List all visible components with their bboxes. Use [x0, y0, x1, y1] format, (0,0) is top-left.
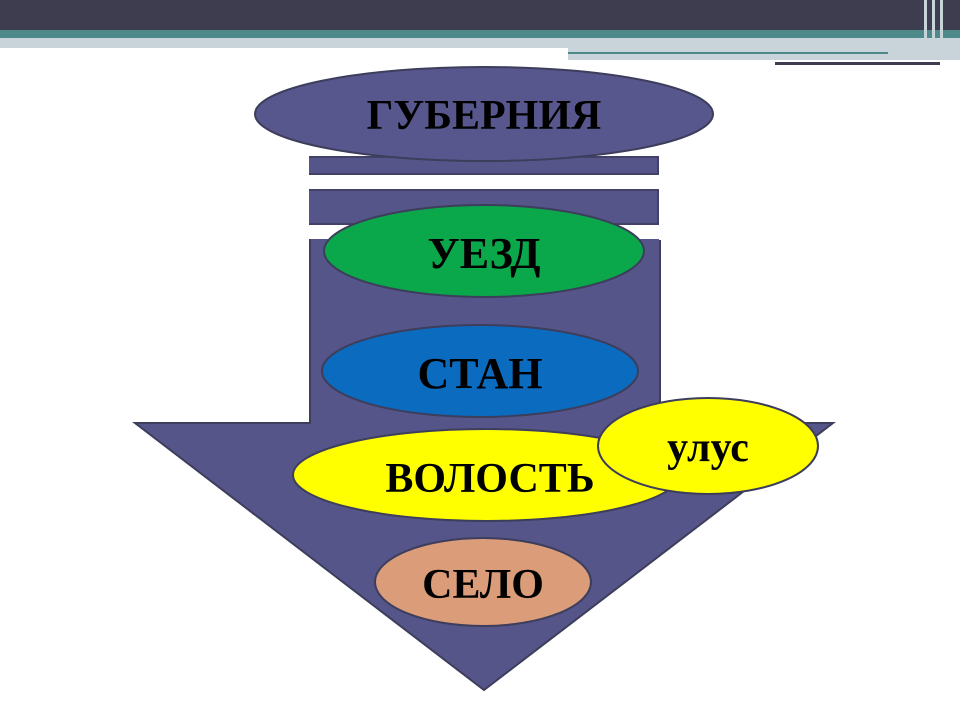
ulus-label: улус [667, 425, 749, 471]
volost-label: ВОЛОСТЬ [385, 456, 594, 502]
level-guberniya: ГУБЕРНИЯ [254, 66, 714, 162]
level-uezd: УЕЗД [323, 204, 645, 298]
header-dark-band [0, 0, 960, 30]
level-selo: СЕЛО [374, 537, 592, 627]
header-teal-stripe [0, 30, 960, 38]
stan-label: СТАН [418, 349, 543, 398]
header-vline-3 [940, 0, 943, 60]
uezd-label: УЕЗД [428, 229, 541, 278]
header-rule-1 [568, 52, 888, 54]
guberniya-label: ГУБЕРНИЯ [367, 93, 602, 139]
header-light-stripe [0, 38, 960, 48]
header-bar [0, 0, 960, 65]
selo-ellipse [374, 537, 592, 627]
header-rule-2 [775, 62, 940, 65]
arrow-gap-2 [300, 175, 670, 189]
arrow-gap-left [300, 140, 309, 240]
level-stan: СТАН [321, 324, 639, 418]
guberniya-ellipse [254, 66, 714, 162]
ulus-ellipse [597, 397, 819, 495]
header-vline-2 [932, 0, 935, 60]
uezd-ellipse [323, 204, 645, 298]
level-volost: ВОЛОСТЬ [292, 428, 680, 522]
selo-label: СЕЛО [422, 562, 544, 608]
arrow-gap-right [659, 140, 671, 240]
stan-ellipse [321, 324, 639, 418]
level-ulus: улус [597, 397, 819, 495]
header-vline-1 [924, 0, 927, 60]
